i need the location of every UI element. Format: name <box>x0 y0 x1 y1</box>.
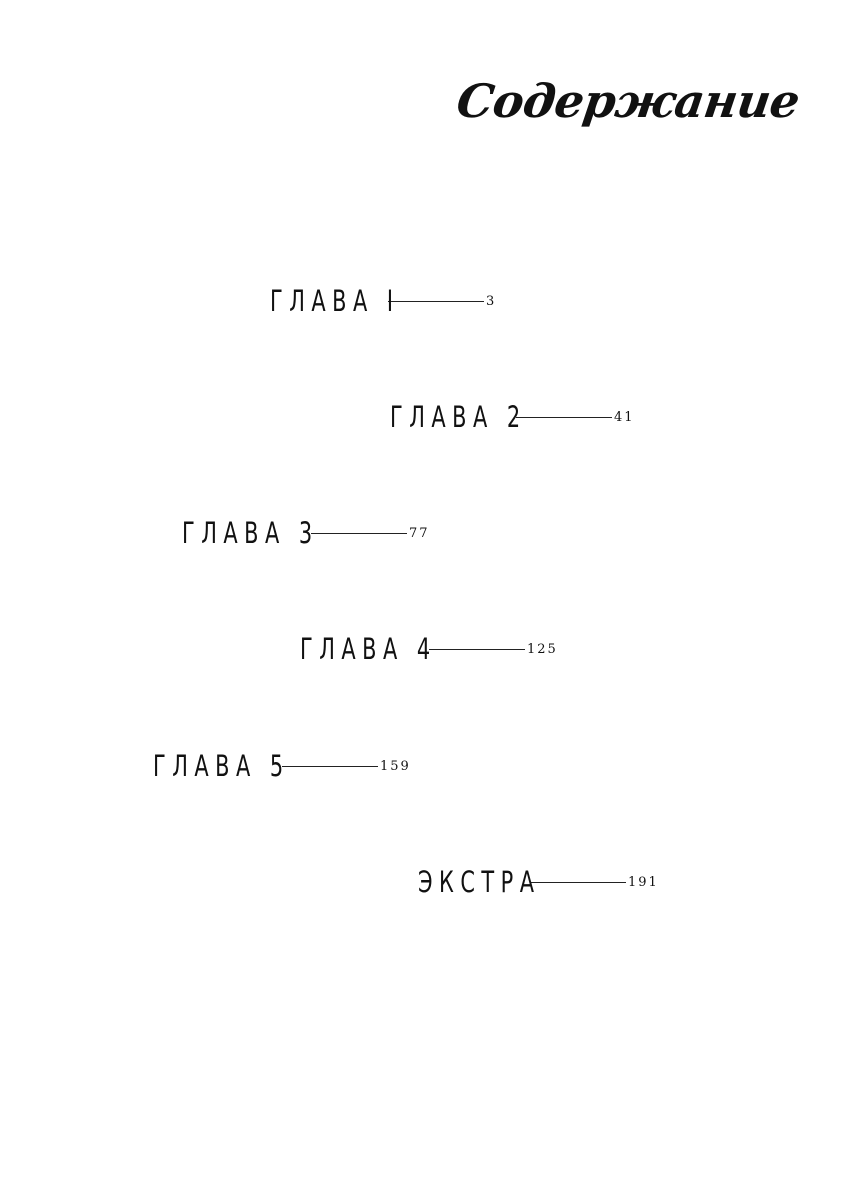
toc-entry-4: ГЛАВА 4 125 <box>300 629 558 669</box>
toc-label: ГЛАВА 5 <box>153 748 290 783</box>
toc-label: ЭКСТРА <box>418 864 541 899</box>
toc-page-number: 159 <box>380 758 411 774</box>
toc-entry-5: ГЛАВА 5 159 <box>153 746 411 786</box>
toc-leader-line <box>388 300 484 302</box>
page-title: Содержание <box>453 74 803 128</box>
toc-entry-3: ГЛАВА 3 77 <box>182 513 430 553</box>
toc-leader-line <box>311 532 407 534</box>
toc-page-number: 41 <box>614 409 635 425</box>
toc-leader-line <box>530 881 626 883</box>
toc-label: ГЛАВА I <box>270 283 400 318</box>
toc-entry-1: ГЛАВА I 3 <box>270 281 496 321</box>
toc-page-number: 77 <box>409 525 430 541</box>
toc-label: ГЛАВА 3 <box>182 515 319 550</box>
toc-page-number: 125 <box>527 641 558 657</box>
toc-label: ГЛАВА 2 <box>390 399 527 434</box>
toc-entry-2: ГЛАВА 2 41 <box>390 397 635 437</box>
toc-page-number: 191 <box>628 874 659 890</box>
toc-label: ГЛАВА 4 <box>300 631 437 666</box>
toc-leader-line <box>282 765 378 767</box>
toc-leader-line <box>429 648 525 650</box>
toc-page-number: 3 <box>486 293 497 309</box>
toc-entry-6: ЭКСТРА 191 <box>418 862 659 902</box>
toc-leader-line <box>516 416 612 418</box>
